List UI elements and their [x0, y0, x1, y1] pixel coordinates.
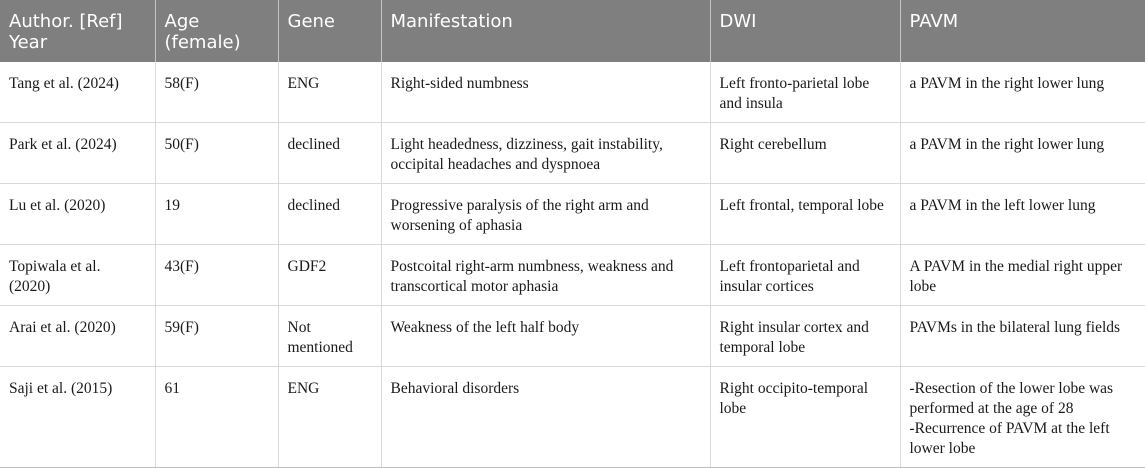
header-manifestation: Manifestation	[381, 0, 711, 62]
cell-pavm: a PAVM in the right lower lung	[900, 122, 1145, 184]
cell-gene: GDF2	[278, 244, 382, 306]
cell-author-year: Saji et al. (2015)	[0, 366, 156, 468]
cell-gene: declined	[278, 183, 382, 245]
cell-pavm: PAVMs in the bilateral lung fields	[900, 305, 1145, 367]
table-body: Tang et al. (2024) 58(F) ENG Right-sided…	[0, 62, 1145, 468]
cell-pavm: -Resection of the lower lobe was perform…	[900, 366, 1145, 468]
cell-manifestation: Weakness of the left half body	[381, 305, 711, 367]
cell-age: 50(F)	[155, 122, 279, 184]
cell-manifestation: Progressive paralysis of the right arm a…	[381, 183, 711, 245]
cell-gene: declined	[278, 122, 382, 184]
cell-manifestation: Postcoital right-arm numbness, weakness …	[381, 244, 711, 306]
table-row: Arai et al. (2020) 59(F) Not mentioned W…	[0, 305, 1145, 367]
cell-dwi: Left frontal, temporal lobe	[710, 183, 901, 245]
cell-age: 59(F)	[155, 305, 279, 367]
cell-gene: ENG	[278, 62, 382, 123]
header-dwi: DWI	[710, 0, 901, 62]
cell-manifestation: Right-sided numbness	[381, 62, 711, 123]
cell-pavm: A PAVM in the medial right upper lobe	[900, 244, 1145, 306]
cell-dwi: Left frontoparietal and insular cortices	[710, 244, 901, 306]
table-row: Tang et al. (2024) 58(F) ENG Right-sided…	[0, 62, 1145, 123]
cell-dwi: Right occipito-temporal lobe	[710, 366, 901, 468]
cell-gene: Not mentioned	[278, 305, 382, 367]
cell-age: 43(F)	[155, 244, 279, 306]
cell-author-year: Tang et al. (2024)	[0, 62, 156, 123]
header-author-year: Author. [Ref] Year	[0, 0, 156, 62]
cell-dwi: Left fronto-parietal lobe and insula	[710, 62, 901, 123]
cell-age: 61	[155, 366, 279, 468]
header-pavm: PAVM	[900, 0, 1145, 62]
header-row: Author. [Ref] Year Age (female) Gene Man…	[0, 0, 1145, 62]
cell-author-year: Topiwala et al. (2020)	[0, 244, 156, 306]
header-age: Age (female)	[155, 0, 279, 62]
cell-dwi: Right insular cortex and temporal lobe	[710, 305, 901, 367]
cell-author-year: Arai et al. (2020)	[0, 305, 156, 367]
cell-dwi: Right cerebellum	[710, 122, 901, 184]
table-row: Lu et al. (2020) 19 declined Progressive…	[0, 183, 1145, 245]
cell-manifestation: Behavioral disorders	[381, 366, 711, 468]
table-row: Topiwala et al. (2020) 43(F) GDF2 Postco…	[0, 244, 1145, 306]
cell-author-year: Lu et al. (2020)	[0, 183, 156, 245]
cell-pavm: a PAVM in the right lower lung	[900, 62, 1145, 123]
cell-pavm: a PAVM in the left lower lung	[900, 183, 1145, 245]
cell-manifestation: Light headedness, dizziness, gait instab…	[381, 122, 711, 184]
cell-age: 58(F)	[155, 62, 279, 123]
table-row: Saji et al. (2015) 61 ENG Behavioral dis…	[0, 366, 1145, 468]
table-row: Park et al. (2024) 50(F) declined Light …	[0, 122, 1145, 184]
cell-gene: ENG	[278, 366, 382, 468]
cell-author-year: Park et al. (2024)	[0, 122, 156, 184]
cell-age: 19	[155, 183, 279, 245]
table-header: Author. [Ref] Year Age (female) Gene Man…	[0, 0, 1145, 62]
header-gene: Gene	[278, 0, 382, 62]
